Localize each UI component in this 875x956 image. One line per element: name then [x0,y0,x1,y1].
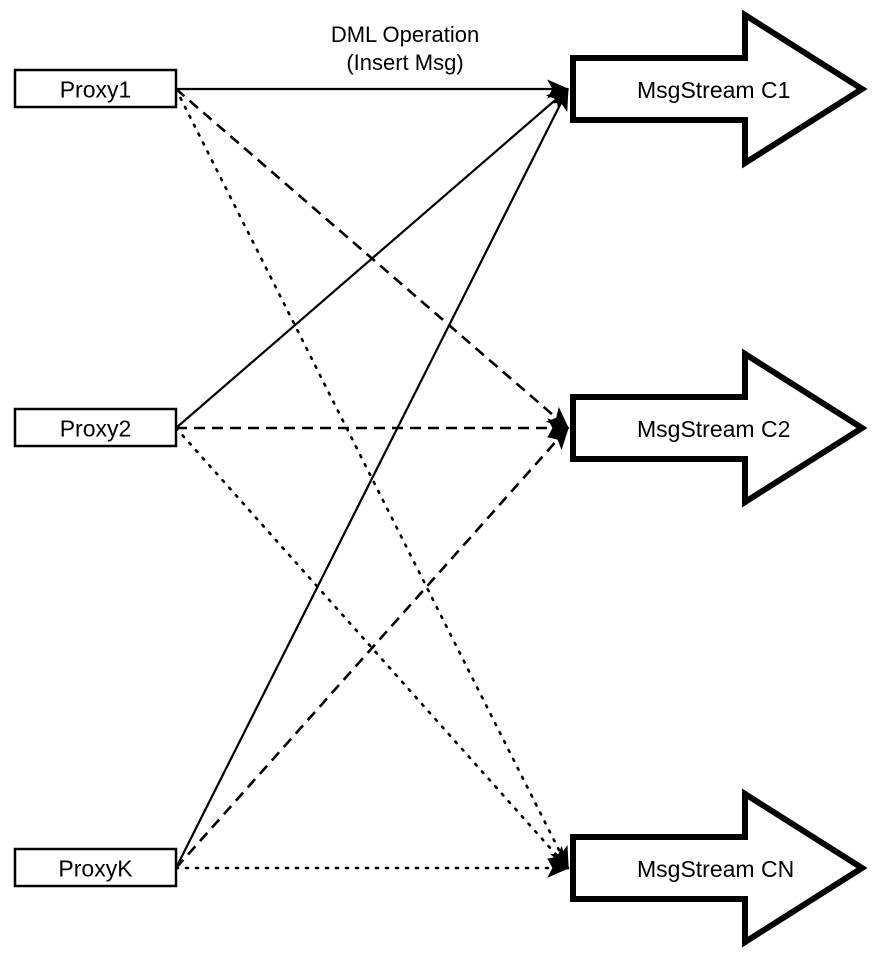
stream-node-layer: MsgStream C1 MsgStream C2 MsgStream CN [570,9,868,948]
edge-caption: DML Operation (Insert Msg) [331,22,479,75]
stream-node-cn[interactable]: MsgStream CN [570,788,868,948]
proxy-node-proxy2[interactable]: Proxy2 [13,407,178,448]
proxy-node-proxy1[interactable]: Proxy1 [13,68,178,109]
stream-node-c2[interactable]: MsgStream C2 [570,348,868,508]
block-arrow-icon[interactable] [570,9,868,169]
block-arrow-icon[interactable] [570,788,868,948]
edge-proxy2-to-stream-cn [174,426,570,870]
proxy-label: Proxy1 [60,77,132,103]
proxy-label: Proxy2 [60,416,132,442]
proxy-box[interactable] [13,407,178,448]
stream-label: MsgStream CN [637,856,794,882]
edge-caption-line-2: (Insert Msg) [346,50,463,75]
edge-caption-line-1: DML Operation [331,22,479,47]
stream-node-c1[interactable]: MsgStream C1 [570,9,868,169]
stream-label: MsgStream C2 [637,416,790,442]
proxy-box[interactable] [13,68,178,109]
edge-proxyk-to-stream-c1 [175,88,569,869]
edge-layer [174,79,570,878]
stream-label: MsgStream C1 [637,77,790,103]
proxy-node-layer: Proxy1 Proxy2 ProxyK [13,68,178,888]
proxy-node-proxyk[interactable]: ProxyK [13,847,178,888]
edge-proxy2-to-stream-c1 [175,88,569,429]
proxy-label: ProxyK [58,856,133,882]
edge-proxyk-to-stream-c2 [175,426,570,869]
block-arrow-icon[interactable] [570,348,868,508]
proxy-box[interactable] [13,847,178,888]
